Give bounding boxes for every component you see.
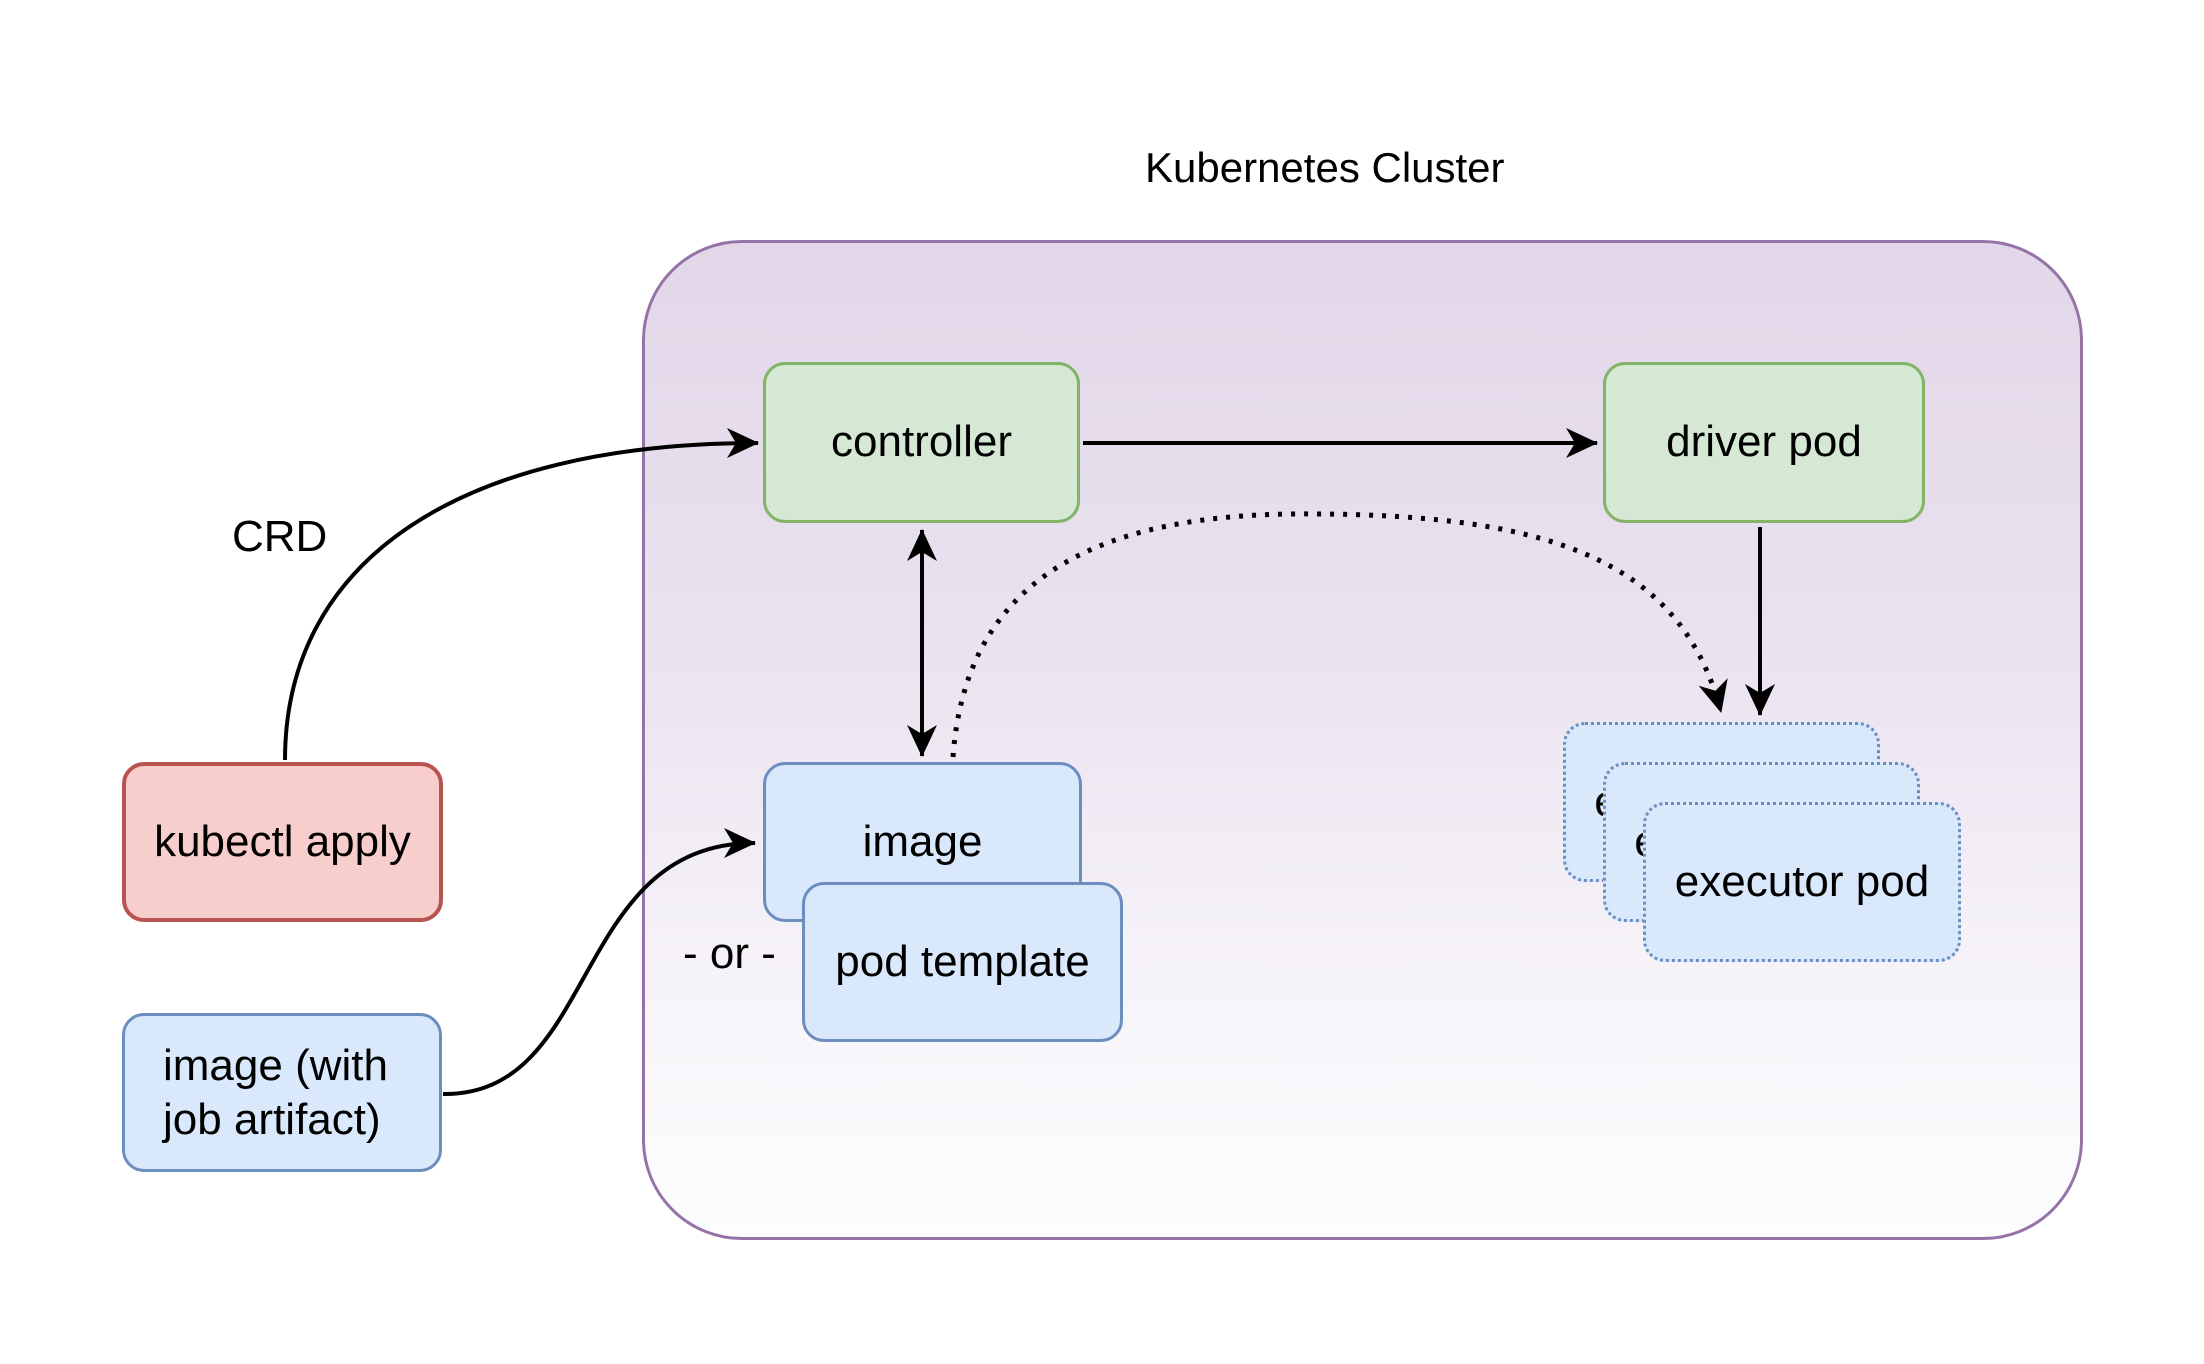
node-kubectl-apply-label: kubectl apply <box>154 816 411 866</box>
node-image-label: image <box>862 816 983 866</box>
cluster-title: Kubernetes Cluster <box>1145 144 1505 191</box>
node-controller: controller <box>763 362 1080 523</box>
node-driver-pod-label: driver pod <box>1666 417 1862 467</box>
node-controller-label: controller <box>831 417 1012 467</box>
node-pod-template-label: pod template <box>835 936 1090 986</box>
or-label: - or - <box>683 929 776 978</box>
node-kubectl-apply: kubectl apply <box>122 762 443 922</box>
crd-edge-label: CRD <box>232 512 328 561</box>
node-executor-pod-front: executor pod <box>1643 802 1961 962</box>
node-executor-pod-front-label: executor pod <box>1674 856 1930 906</box>
node-pod-template: pod template <box>802 882 1123 1042</box>
node-driver-pod: driver pod <box>1603 362 1925 523</box>
